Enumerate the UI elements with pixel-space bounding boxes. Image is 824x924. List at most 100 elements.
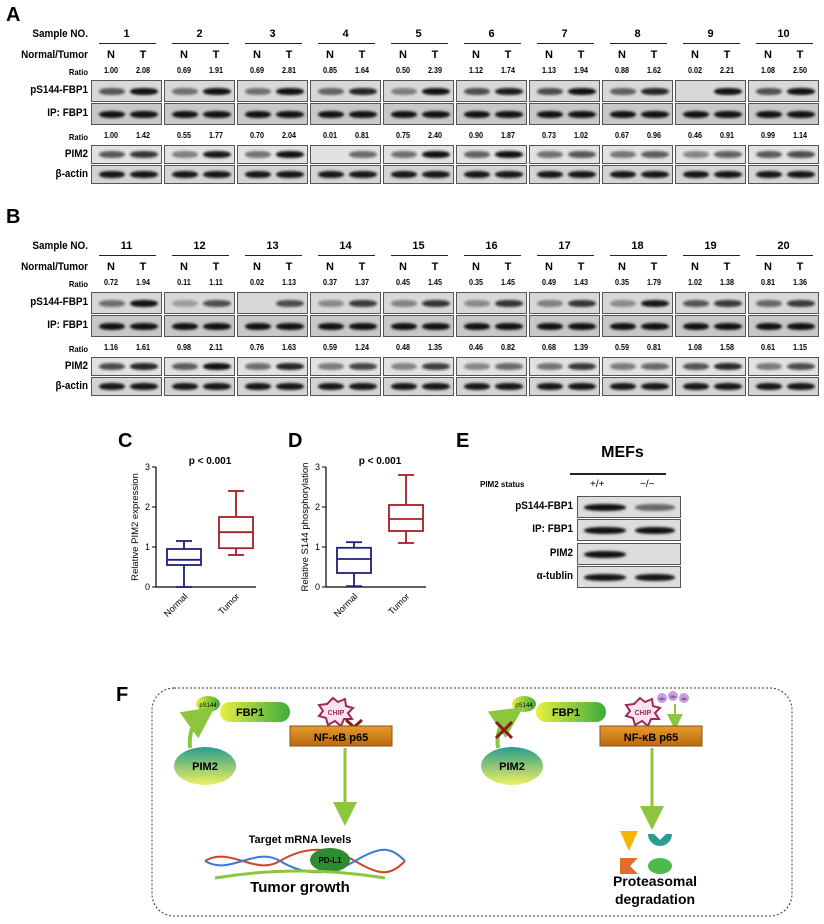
blot-beta-actin <box>310 165 381 184</box>
blot-ip-fbp1 <box>310 103 381 125</box>
blot-ip-fbp1 <box>529 315 600 337</box>
blot-pim2 <box>456 145 527 164</box>
sample-number: 18 <box>631 240 644 252</box>
protein-band <box>318 299 344 307</box>
blot-ps144-fbp1 <box>237 292 308 314</box>
sample-no-label: Sample NO. <box>32 28 88 40</box>
blot-ps144-fbp1 <box>164 292 235 314</box>
protein-band <box>130 299 158 307</box>
sample-underline <box>245 43 302 44</box>
protein-band <box>584 573 626 581</box>
blot-pim2 <box>456 357 527 376</box>
ratio-value: 1.36 <box>792 278 808 287</box>
ubiquitin-icon <box>657 693 667 703</box>
protein-band <box>422 171 450 178</box>
right-pathway-degradation: pS144 FBP1 CHIP Ub Ub Ub NF-κB p65 PIM2 … <box>481 691 703 907</box>
blot-pim2 <box>91 357 162 376</box>
sample-number: 11 <box>120 240 133 252</box>
normal-tumor-label: Normal/Tumor <box>21 49 88 61</box>
protein-band <box>584 526 626 534</box>
ratio-value: 1.35 <box>427 343 443 352</box>
protein-band <box>349 363 377 370</box>
protein-band <box>610 322 636 330</box>
tumor-label: T <box>796 49 804 61</box>
panel-label-e: E <box>456 430 470 452</box>
protein-band <box>641 322 669 330</box>
y-tick-label: 2 <box>145 502 150 512</box>
ratio-value: 1.45 <box>500 278 516 287</box>
genotype-ko: −/− <box>640 479 655 490</box>
protein-band <box>495 151 523 158</box>
protein-band <box>130 171 158 178</box>
protein-band <box>130 110 158 118</box>
sample-number: 1 <box>123 28 130 40</box>
protein-band <box>464 171 490 178</box>
protein-band <box>787 110 815 118</box>
protein-band <box>683 383 709 390</box>
blot-pim2 <box>237 145 308 164</box>
blot-ps144-fbp1 <box>164 80 235 102</box>
protein-band <box>584 550 626 558</box>
protein-band <box>318 171 344 178</box>
blot-pim2 <box>602 145 673 164</box>
protein-band <box>349 110 377 118</box>
blot-beta-actin <box>237 377 308 396</box>
normal-label: N <box>107 49 115 61</box>
protein-band <box>537 322 563 330</box>
protein-band <box>318 110 344 118</box>
ratio-value: 0.72 <box>103 278 119 287</box>
blot-beta-actin <box>529 377 600 396</box>
ratio-value: 1.08 <box>687 343 703 352</box>
protein-band <box>714 299 742 307</box>
sample-number: 9 <box>707 28 714 40</box>
box-iqr <box>388 504 424 532</box>
sample-underline <box>99 43 156 44</box>
normal-label: N <box>764 49 772 61</box>
protein-band <box>641 110 669 118</box>
blot-beta-actin <box>675 165 746 184</box>
ratio-value: 0.75 <box>395 131 411 140</box>
protein-band <box>635 526 675 534</box>
protein-band <box>641 363 669 370</box>
tumor-label: T <box>723 261 731 273</box>
ratio-label: Ratio <box>68 279 88 289</box>
fbp1-label: FBP1 <box>552 707 580 719</box>
blot-beta-actin <box>91 377 162 396</box>
sample-underline <box>99 255 156 256</box>
protein-band <box>245 87 271 95</box>
blot-pim2 <box>602 357 673 376</box>
protein-band <box>568 171 596 178</box>
protein-band <box>714 151 742 158</box>
protein-band <box>464 383 490 390</box>
protein-band <box>276 363 304 370</box>
protein-band <box>422 299 450 307</box>
ratio-value: 0.61 <box>760 343 776 352</box>
mefs-underline <box>570 473 666 475</box>
blot-ip-fbp1 <box>675 315 746 337</box>
blot-pim2 <box>237 357 308 376</box>
ratio-value: 0.46 <box>687 131 703 140</box>
y-tick-label: 0 <box>145 582 150 592</box>
sample-underline <box>245 255 302 256</box>
ratio-value: 1.43 <box>573 278 589 287</box>
protein-band <box>99 110 125 118</box>
proteasomal-label: Proteasomal <box>613 873 697 889</box>
tumor-label: T <box>139 49 147 61</box>
ratio-value: 1.00 <box>103 66 119 75</box>
sample-number: 14 <box>339 240 352 252</box>
ratio-value: 0.81 <box>646 343 662 352</box>
ratio-value: 1.63 <box>281 343 297 352</box>
ratio-value: 1.15 <box>792 343 808 352</box>
pd-l1-label: PD-L1 <box>318 856 342 865</box>
protein-band <box>756 383 782 390</box>
tumor-label: T <box>358 49 366 61</box>
protein-band <box>391 87 417 95</box>
blot-pim2 <box>529 145 600 164</box>
blot-ip-fbp1 <box>237 315 308 337</box>
protein-band <box>245 110 271 118</box>
protein-band <box>172 383 198 390</box>
ratio-value: 0.81 <box>354 131 370 140</box>
left-pathway-active: pS144 FBP1 CHIP NF-κB p65 PIM2 Target mR… <box>174 696 406 896</box>
y-tick-label: 3 <box>315 462 320 472</box>
